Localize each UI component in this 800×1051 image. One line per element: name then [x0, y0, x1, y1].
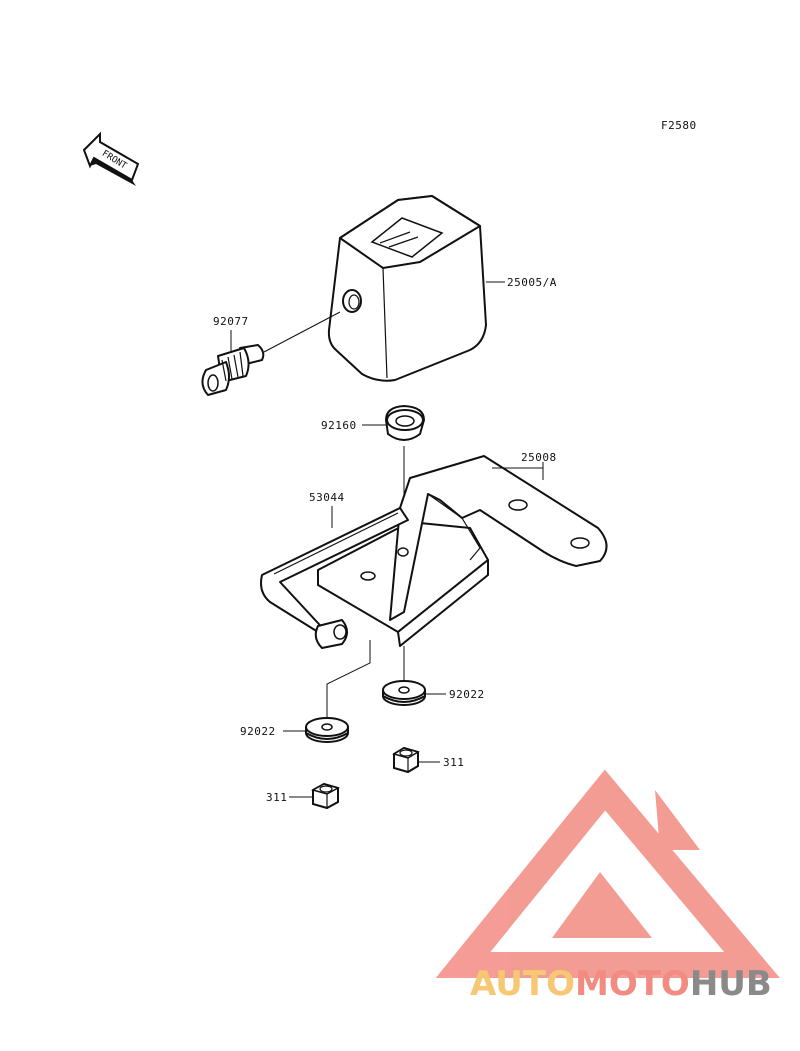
bracket — [260, 455, 608, 649]
label-92022-right: 92022 — [449, 688, 485, 701]
label-25008: 25008 — [521, 451, 557, 464]
label-53044: 53044 — [309, 491, 345, 504]
watermark-text: AUTOMOTOHUB — [470, 964, 772, 1004]
grommet — [385, 405, 425, 441]
meter-housing — [327, 195, 487, 382]
label-311-right: 311 — [443, 756, 464, 769]
nut-right — [392, 746, 420, 774]
figure-code: F2580 — [661, 119, 697, 132]
label-92022-left: 92022 — [240, 725, 276, 738]
watermark-logo-icon — [435, 769, 780, 978]
label-311-left: 311 — [266, 791, 287, 804]
watermark-hub: HUB — [690, 964, 772, 1004]
washer-left — [305, 717, 349, 743]
washer-right — [382, 680, 426, 706]
front-arrow-icon: FRONT — [82, 131, 140, 186]
nut-left — [311, 782, 340, 810]
watermark-moto: MOTO — [575, 964, 690, 1004]
label-92160: 92160 — [321, 419, 357, 432]
watermark-auto: AUTO — [470, 964, 575, 1004]
svg-text:AUTOMOTOHUB: AUTOMOTOHUB — [470, 964, 772, 1004]
bulb-socket — [201, 311, 341, 396]
label-92077: 92077 — [213, 315, 249, 328]
label-25005a: 25005/A — [507, 276, 557, 289]
